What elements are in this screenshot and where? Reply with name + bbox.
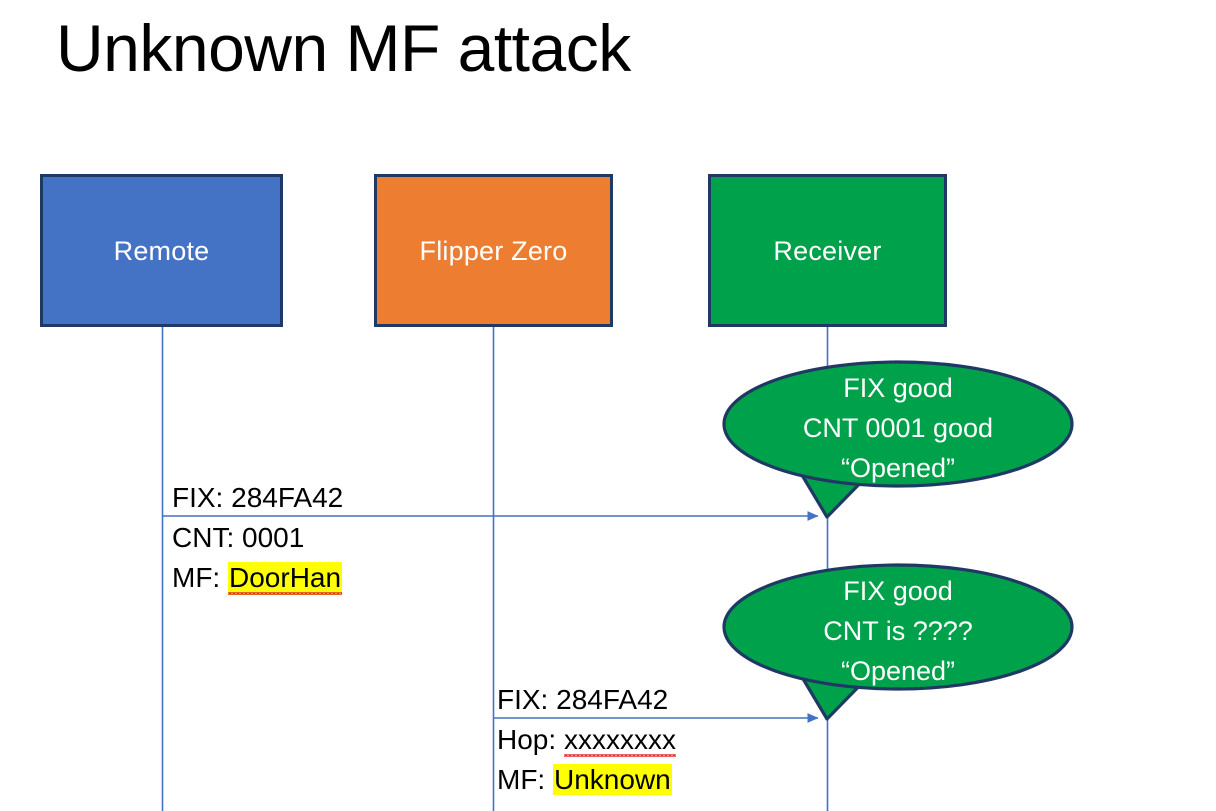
page-title: Unknown MF attack — [56, 11, 631, 85]
bubble-body-2 — [722, 563, 1074, 691]
bubble-1-line-2: CNT 0001 good — [802, 413, 994, 443]
message-mf-prefix: MF: — [172, 562, 228, 593]
actor-box-flipper-zero[interactable]: Flipper Zero — [374, 174, 613, 327]
message-mf-value-unknown: Unknown — [553, 764, 672, 795]
actor-label-flipper-zero: Flipper Zero — [419, 235, 568, 266]
message-label-flipper-to-receiver: FIX: 284FA42 Hop: xxxxxxxx MF: Unknown — [497, 680, 676, 800]
bubble-2-line-3: “Opened” — [840, 656, 956, 686]
message-line-cnt: CNT: 0001 — [172, 522, 305, 553]
bubble-text-first-reply: FIX good CNT 0001 good “Opened” — [724, 368, 1072, 488]
bubble-tail-2-seam — [792, 656, 873, 674]
message-hop-prefix: Hop: — [497, 724, 564, 755]
message-line-hop: Hop: xxxxxxxx — [497, 720, 676, 760]
actor-label-remote: Remote — [113, 235, 210, 266]
bubble-tail-1-seam — [792, 454, 873, 472]
message-hop-value: xxxxxxxx — [563, 724, 676, 755]
message-line-mf: MF: DoorHan — [172, 558, 343, 598]
bubble-second-reply — [722, 563, 1074, 721]
message-line-fix: FIX: 284FA42 — [172, 482, 344, 513]
actor-box-receiver[interactable]: Receiver — [708, 174, 947, 327]
message-mf-prefix-2: MF: — [497, 764, 553, 795]
bubble-1-line-1: FIX good — [843, 373, 953, 403]
bubble-1-line-3: “Opened” — [840, 453, 956, 483]
message-line-fix-2: FIX: 284FA42 — [497, 684, 669, 715]
bubble-body-1 — [722, 360, 1074, 488]
message-mf-value-doorhan: DoorHan — [229, 562, 342, 593]
actor-box-remote[interactable]: Remote — [40, 174, 283, 327]
bubble-first-reply — [722, 360, 1074, 519]
message-line-mf-2: MF: Unknown — [497, 760, 676, 800]
bubble-2-line-2: CNT is ???? — [823, 616, 973, 646]
bubble-2-line-1: FIX good — [843, 576, 953, 606]
message-label-remote-to-receiver: FIX: 284FA42 CNT: 0001 MF: DoorHan — [172, 478, 343, 598]
bubble-text-second-reply: FIX good CNT is ???? “Opened” — [724, 571, 1072, 691]
actor-label-receiver: Receiver — [773, 235, 882, 266]
